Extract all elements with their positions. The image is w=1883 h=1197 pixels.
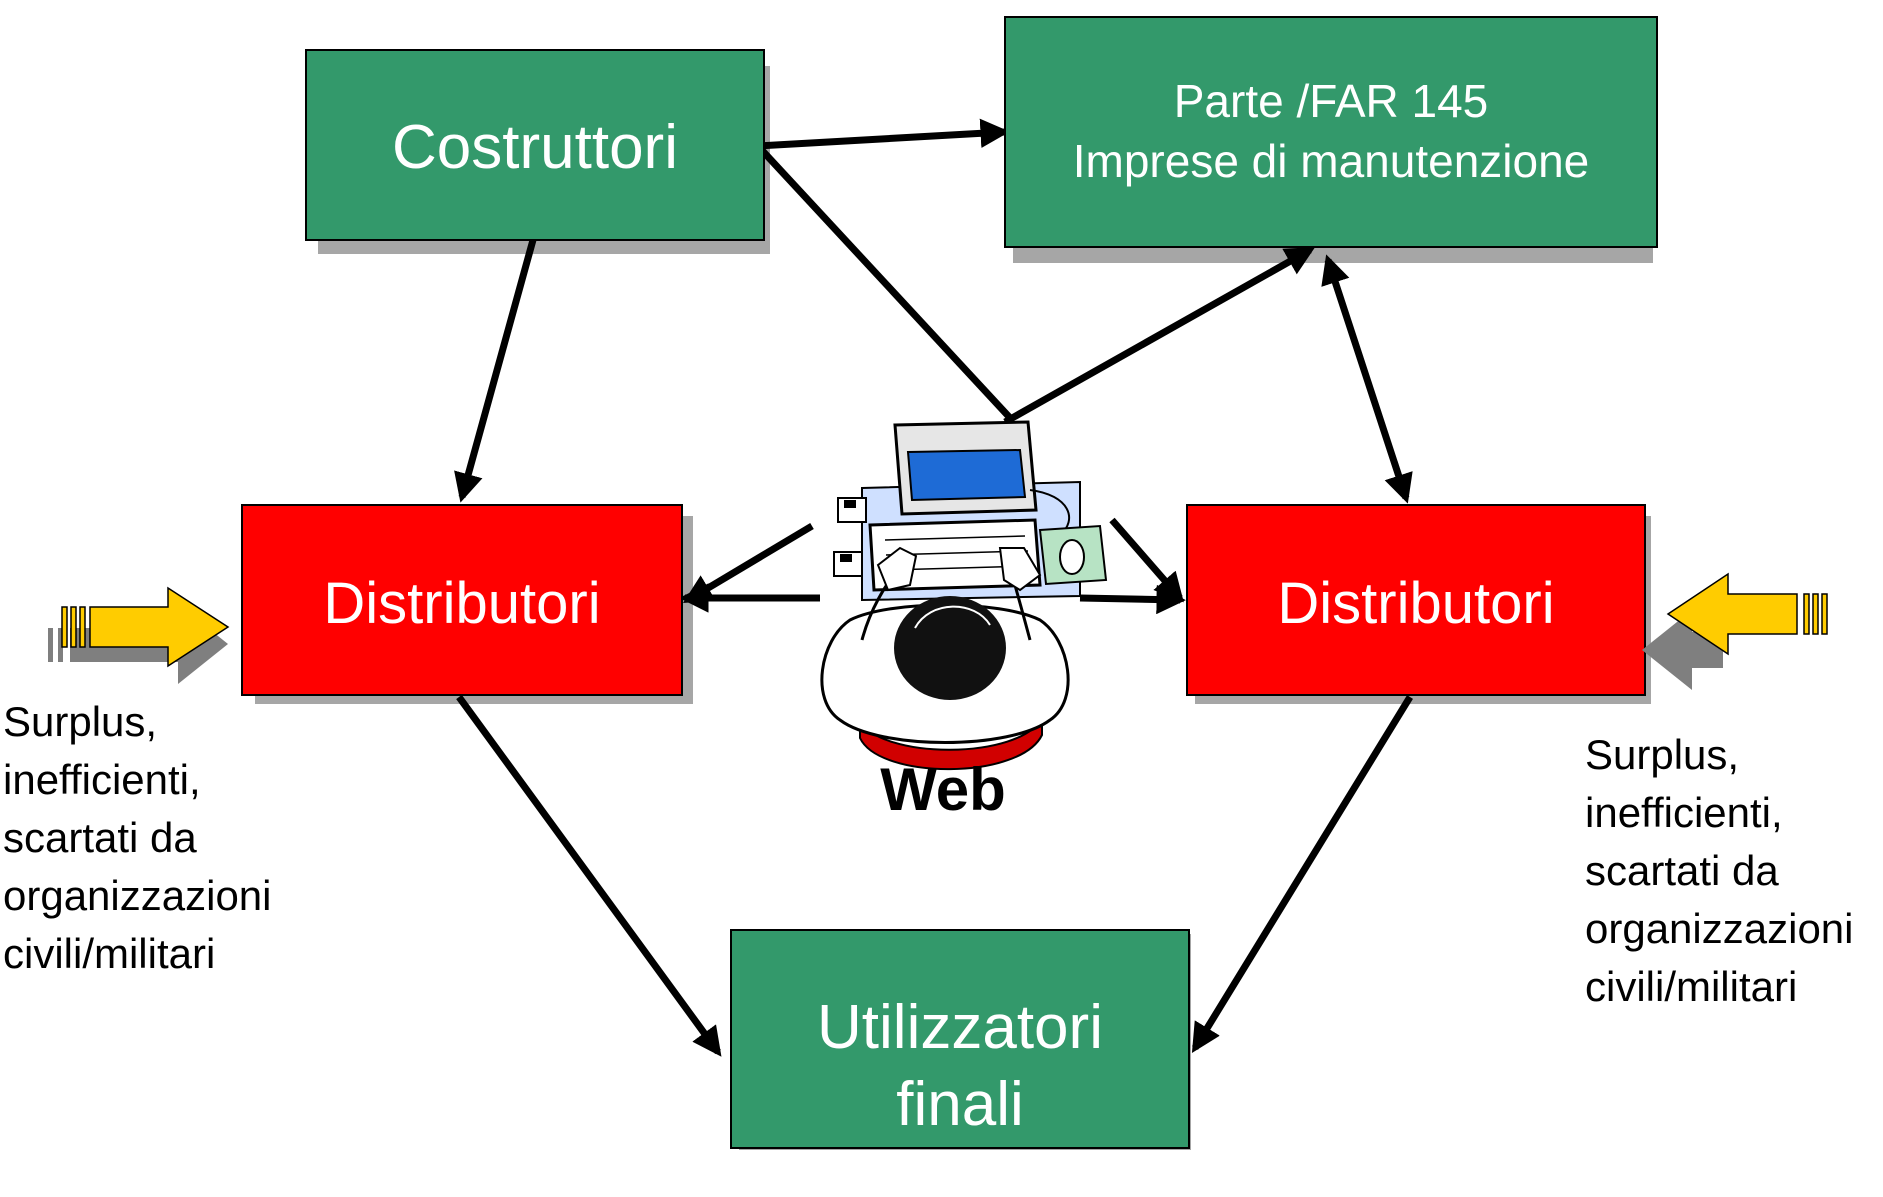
arrow-web-to-distributori-right-upper [1109,517,1184,603]
person-at-computer-icon [820,420,1108,771]
arrow-web-to-imprese [1003,246,1316,426]
side-note-left: Surplus, inefficienti, scartati da organ… [3,698,272,977]
node-utilizzatori-finali: Utilizzatori finali [730,929,1190,1149]
costruttori-label: Costruttori [392,113,678,182]
node-costruttori: Costruttori [305,49,765,241]
utilizzatori-line-2: finali [896,1070,1024,1139]
arrow-web-to-distributori-right [1079,584,1186,615]
web-label: Web [880,756,1006,823]
input-arrow-left-icon [48,586,230,684]
arrow-distributori-right-to-utilizzatori [1191,695,1413,1054]
connectors [454,118,1413,1057]
input-arrow-right-icon [1642,572,1828,690]
line-costruttori-to-web [755,143,1015,423]
node-distributori-right: Distributori [1186,504,1646,696]
arrow-imprese-distributori-right [1321,254,1413,504]
side-note-right: Surplus, inefficienti, scartati da organ… [1585,731,1854,1010]
arrow-costruttori-to-imprese [757,118,1010,150]
distributori-right-label: Distributori [1277,571,1554,636]
arrow-distributori-left-to-utilizzatori [456,694,722,1057]
node-imprese-manutenzione: Parte /FAR 145 Imprese di manutenzione [1004,16,1658,248]
imprese-line-1: Parte /FAR 145 [1174,75,1489,127]
imprese-line-2: Imprese di manutenzione [1073,135,1590,187]
distributori-left-label: Distributori [323,571,600,636]
arrow-web-to-distributori-left-upper [682,522,814,604]
utilizzatori-line-1: Utilizzatori [817,993,1103,1062]
node-distributori-left: Distributori [241,504,683,696]
arrow-costruttori-to-distributori-left [454,239,537,503]
